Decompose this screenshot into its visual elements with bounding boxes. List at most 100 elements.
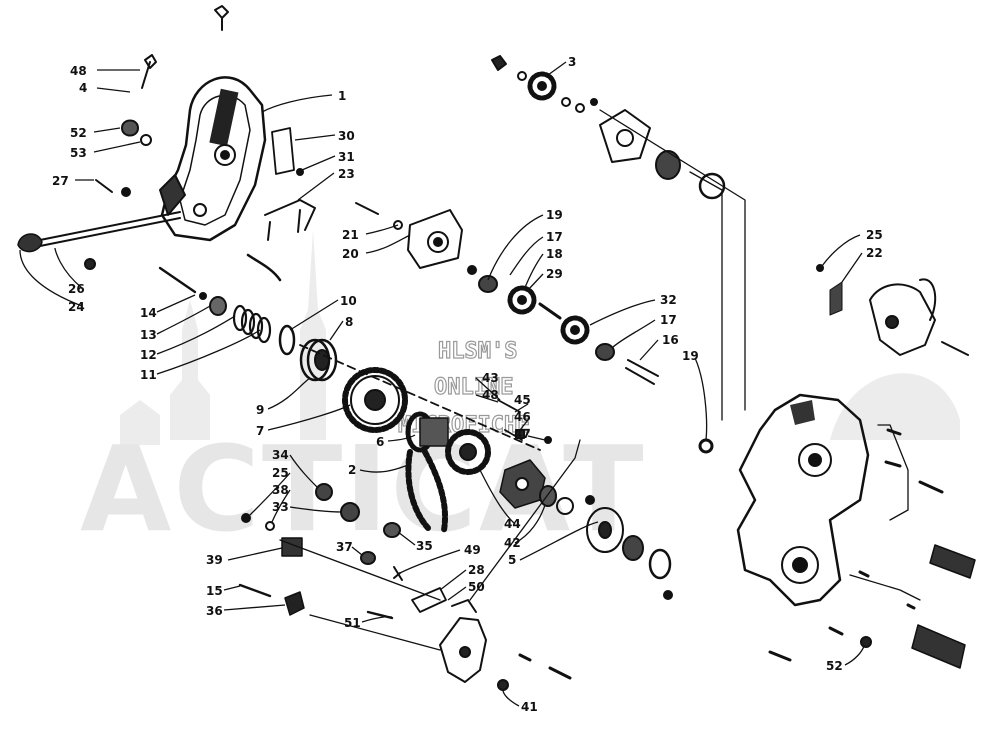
callout-19: 19 <box>546 208 563 222</box>
callout-15: 15 <box>206 584 223 598</box>
washer <box>575 103 585 113</box>
callout-52-b: 52 <box>826 659 843 673</box>
callout-12: 12 <box>140 348 157 362</box>
callout-46: 46 <box>514 410 531 424</box>
nut <box>663 590 673 600</box>
washer <box>84 258 96 270</box>
bushing <box>315 483 333 501</box>
washer <box>556 497 574 515</box>
nut <box>585 495 595 505</box>
nut <box>590 98 598 106</box>
callout-4: 4 <box>79 81 87 95</box>
leader-line <box>849 424 921 601</box>
spring <box>232 304 272 344</box>
callout-5: 5 <box>508 553 516 567</box>
spacer <box>478 275 498 293</box>
washer <box>517 71 527 81</box>
snap-ring <box>278 324 296 356</box>
callout-17: 17 <box>546 230 563 244</box>
bearing <box>299 338 338 382</box>
bolt <box>158 266 197 294</box>
callout-leaders <box>19 61 865 707</box>
callout-53: 53 <box>70 146 87 160</box>
callout-41: 41 <box>521 700 538 714</box>
bolt <box>296 168 304 176</box>
callout-10: 10 <box>340 294 357 308</box>
callout-2: 2 <box>348 463 356 477</box>
callout-11: 11 <box>140 368 157 382</box>
callout-7: 7 <box>256 424 264 438</box>
leader-line <box>599 109 746 421</box>
bolt <box>214 5 229 31</box>
bracket <box>271 127 295 175</box>
shift-lever <box>17 233 43 253</box>
callout-20: 20 <box>342 247 359 261</box>
pin <box>625 359 659 385</box>
large-sprocket <box>342 367 408 433</box>
bolt <box>95 179 113 193</box>
callout-35: 35 <box>416 539 433 553</box>
callout-9: 9 <box>256 403 264 417</box>
bushing <box>383 522 401 538</box>
drive-gear <box>405 411 449 453</box>
link-rod <box>279 539 441 651</box>
top-sprocket <box>527 71 557 101</box>
nut <box>497 679 509 691</box>
bolt <box>491 55 507 71</box>
callout-47: 47 <box>514 427 531 441</box>
callout-22: 22 <box>866 246 883 260</box>
flange-bearing <box>599 109 651 163</box>
bearing-bracket <box>407 209 463 269</box>
callout-8: 8 <box>345 315 353 329</box>
brake-bracket <box>829 278 937 356</box>
washer <box>467 265 477 275</box>
bolt <box>941 341 969 356</box>
o-ring <box>698 172 726 200</box>
callout-6: 6 <box>376 435 384 449</box>
callout-37: 37 <box>336 540 353 554</box>
callout-33: 33 <box>272 500 289 514</box>
watermark-skyline <box>120 230 960 445</box>
washer <box>698 438 714 454</box>
bolt <box>768 626 844 662</box>
idler-shaft <box>538 302 562 320</box>
callout-29: 29 <box>546 267 563 281</box>
callout-17-b: 17 <box>660 313 677 327</box>
watermark-logo: ACTICAT <box>80 420 646 558</box>
leader-line <box>469 439 581 601</box>
watermark-line-2: ONLINE <box>434 375 513 400</box>
bearing <box>622 535 644 561</box>
callout-labels: 48 4 1 52 53 30 31 27 23 21 20 26 24 14 … <box>52 55 883 714</box>
plunger <box>360 551 376 565</box>
callout-38: 38 <box>272 483 289 497</box>
shift-bracket <box>439 599 487 683</box>
callout-24: 24 <box>68 300 85 314</box>
cap-nut <box>121 119 139 137</box>
washer <box>544 436 552 444</box>
spring <box>393 566 403 581</box>
lower-sprocket <box>445 429 491 475</box>
washer <box>561 97 571 107</box>
idler-sprocket <box>560 315 590 345</box>
spring-cup <box>209 296 227 316</box>
callout-21: 21 <box>342 228 359 242</box>
bolt <box>238 583 272 598</box>
callout-45: 45 <box>514 393 531 407</box>
callout-34: 34 <box>272 448 289 462</box>
callout-26: 26 <box>68 282 85 296</box>
callout-23: 23 <box>338 167 355 181</box>
callout-30: 30 <box>338 129 355 143</box>
callout-52: 52 <box>70 126 87 140</box>
callout-16: 16 <box>662 333 679 347</box>
callout-36: 36 <box>206 604 223 618</box>
nut <box>121 187 131 197</box>
callout-39: 39 <box>206 553 223 567</box>
callout-51: 51 <box>344 616 361 630</box>
output-shaft <box>911 624 966 669</box>
callout-14: 14 <box>140 306 157 320</box>
callout-31: 31 <box>338 150 355 164</box>
callout-25: 25 <box>866 228 883 242</box>
watermark-line-1: HLSM'S <box>438 339 517 364</box>
callout-1: 1 <box>338 89 346 103</box>
o-ring <box>648 548 672 580</box>
